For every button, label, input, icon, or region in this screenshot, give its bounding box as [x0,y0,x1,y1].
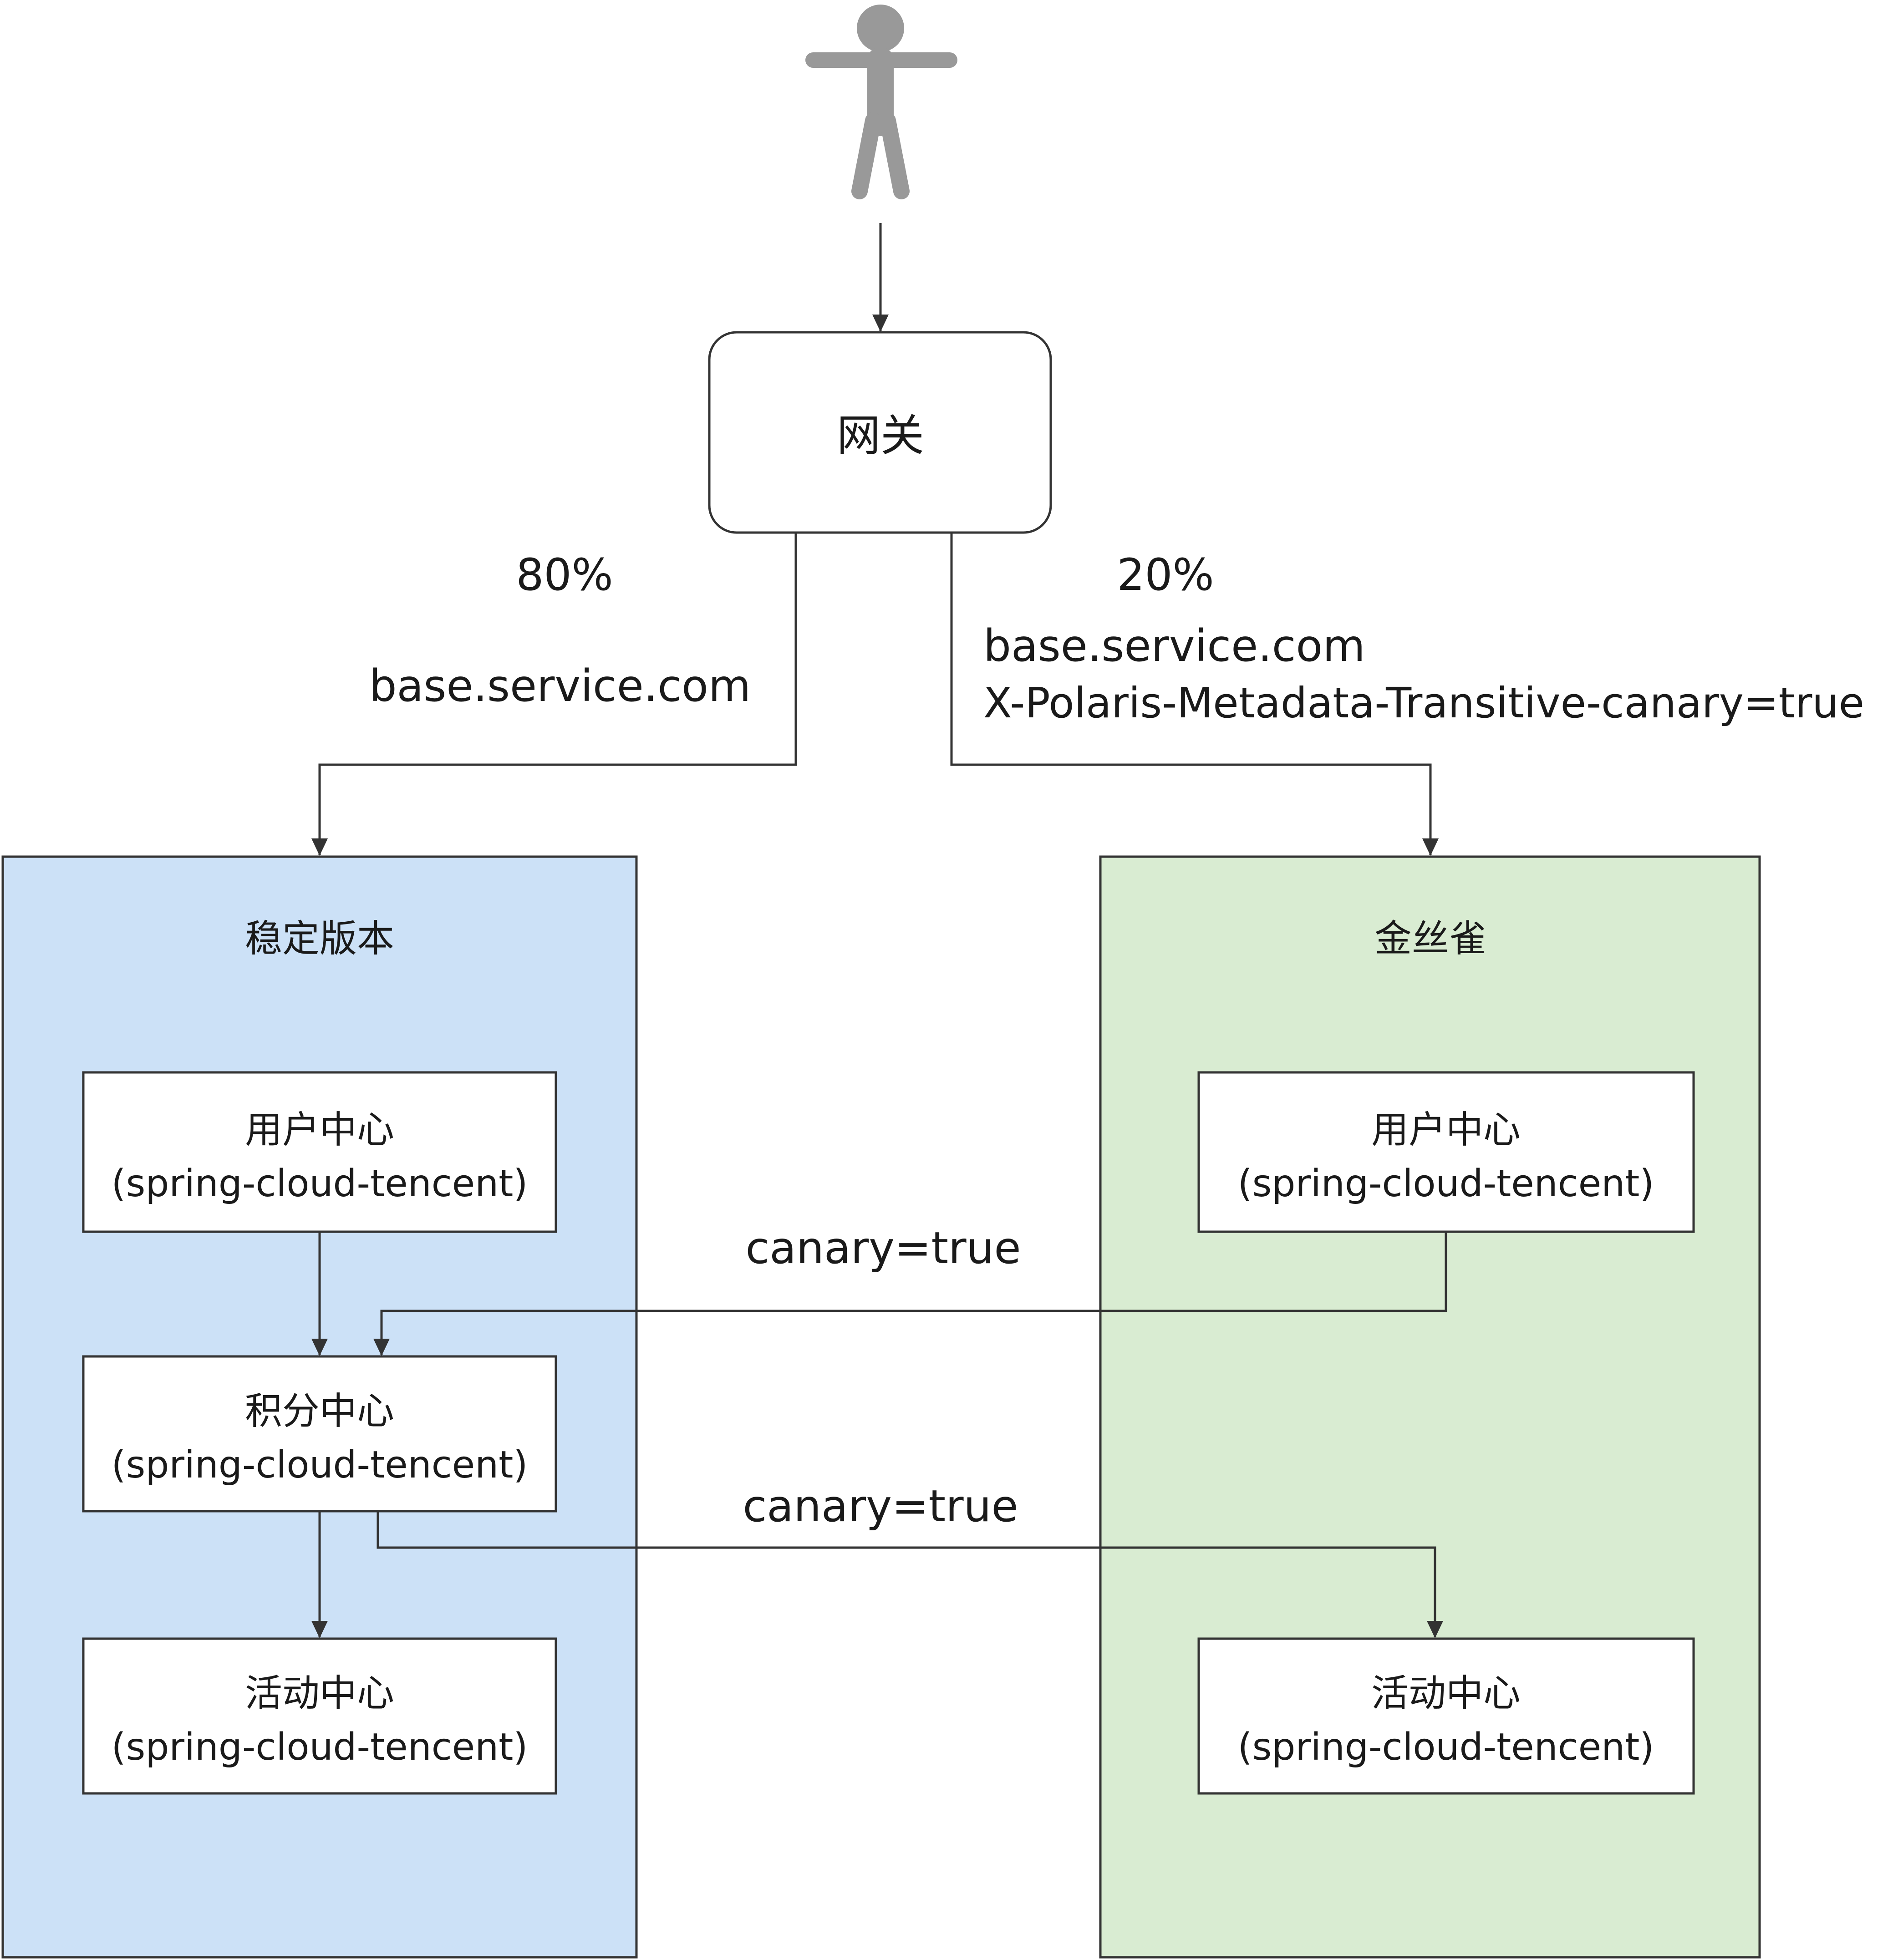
gateway-node: 网关 [708,331,1052,534]
stable-user-center-node: 用户中心 (spring-cloud-tencent) [82,1071,557,1233]
service-framework: (spring-cloud-tencent) [112,1726,528,1769]
service-name: 活动中心 [1371,1672,1521,1715]
service-name: 用户中心 [245,1108,394,1152]
stable-version-title: 稳定版本 [245,917,394,960]
cross-edge-label-1: canary=true [745,1223,1021,1274]
service-name: 积分中心 [245,1390,394,1433]
service-framework: (spring-cloud-tencent) [112,1162,528,1205]
stable-points-to-canary-activity-edge [377,1511,1443,1638]
service-name: 活动中心 [245,1672,394,1715]
service-box [1197,1071,1695,1233]
gateway-to-stable-edge [311,533,797,856]
gateway-to-canary-edge [950,533,1439,856]
canary-header-label: X-Polaris-Metadata-Transitive-canary=tru… [983,679,1864,727]
service-framework: (spring-cloud-tencent) [112,1443,528,1487]
user-icon [805,5,957,199]
service-framework: (spring-cloud-tencent) [1238,1726,1654,1769]
cross-edge-label-2: canary=true [743,1481,1018,1532]
gateway-label: 网关 [837,410,924,461]
canary-user-center-node: 用户中心 (spring-cloud-tencent) [1197,1071,1695,1233]
stable-percent-label: 80% [516,549,613,600]
service-framework: (spring-cloud-tencent) [1238,1162,1654,1205]
service-name: 用户中心 [1371,1108,1521,1152]
service-box [82,1355,557,1513]
canary-activity-center-node: 活动中心 (spring-cloud-tencent) [1197,1637,1695,1795]
stable-host-label: base.service.com [369,660,751,711]
canary-host-label: base.service.com [983,620,1365,671]
canary-title: 金丝雀 [1374,917,1486,960]
stable-points-center-node: 积分中心 (spring-cloud-tencent) [82,1355,557,1513]
canary-percent-label: 20% [1117,549,1214,600]
service-box [82,1071,557,1233]
service-box [82,1637,557,1795]
service-box [1197,1637,1695,1795]
canary-user-to-stable-points-edge [373,1232,1447,1356]
stable-activity-center-node: 活动中心 (spring-cloud-tencent) [82,1637,557,1795]
gateway-box [708,331,1052,534]
